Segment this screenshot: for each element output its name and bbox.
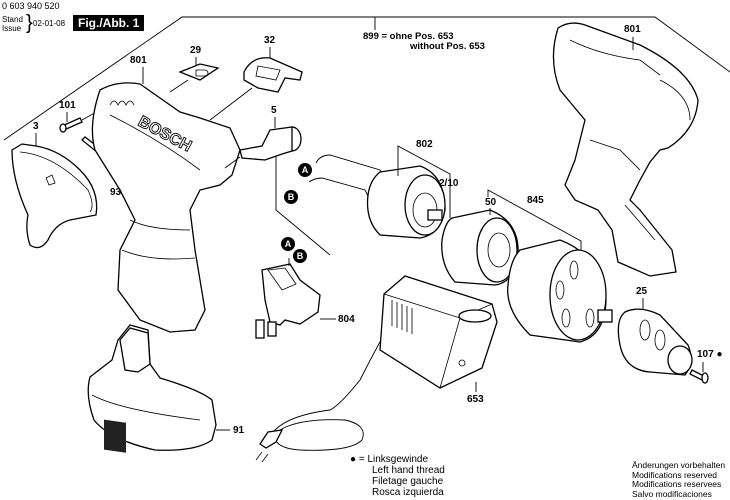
thread-legend: ● = Linksgewinde Left hand thread Fileta… (350, 454, 445, 498)
wire-badge-b (284, 190, 298, 204)
battery-part-91 (87, 324, 230, 453)
label-107: 107 ● (697, 349, 723, 360)
label-32: 32 (264, 35, 276, 46)
chuck-screw-part-107 (689, 362, 709, 384)
housing-right-part-801 (552, 22, 699, 277)
figure-label: Fig./Abb. 1 (73, 15, 145, 31)
gearbox-part-845 (507, 239, 613, 343)
label-3: 3 (33, 121, 39, 132)
charger-part-653 (255, 275, 498, 463)
label-101: 101 (59, 100, 76, 111)
label-802: 802 (416, 139, 433, 150)
label-801-left: 801 (130, 55, 147, 66)
switch-badge-a (281, 237, 295, 251)
brace-icon: } (26, 12, 33, 34)
chuck-part-25 (617, 298, 693, 376)
label-25: 25 (636, 286, 648, 297)
mods-line-2: Modifications reserved (632, 469, 718, 480)
label-50: 50 (485, 197, 497, 208)
mods-line-3: Modifications reservees (632, 479, 722, 489)
svg-text:B: B (297, 251, 304, 261)
battery-grip (104, 419, 126, 453)
legend-line-2: Left hand thread (372, 465, 445, 476)
motor-wires: A B (284, 154, 386, 204)
slide-switch-part-5 (224, 117, 331, 256)
issue-date: 02-01-08 (33, 19, 66, 28)
legend-line-4: Rosca izquierda (372, 487, 444, 498)
label-845: 845 (527, 195, 544, 206)
label-5: 5 (271, 105, 277, 116)
assembly-bracket (3, 16, 730, 141)
modifications-notice: Änderungen vorbehalten Modifications res… (632, 460, 726, 499)
svg-text:A: A (285, 239, 292, 249)
side-cover-part-3 (11, 133, 98, 249)
housing-left-part-801: BOSCH (91, 67, 241, 333)
note-line-2: without Pos. 653 (410, 41, 485, 52)
label-804: 804 (338, 314, 355, 325)
switch-badge-b (293, 249, 307, 263)
note-line-1: 899 = ohne Pos. 653 (363, 31, 454, 42)
label-653: 653 (467, 394, 484, 405)
stand-label: Stand (2, 15, 23, 24)
motor-part-802 (366, 145, 451, 239)
label-2-10: 2/10 (439, 178, 459, 189)
label-29: 29 (190, 45, 202, 56)
label-801-right: 801 (624, 24, 641, 35)
svg-text:B: B (288, 192, 295, 202)
issue-label: Issue (2, 24, 22, 33)
label-93: 93 (110, 187, 122, 198)
trigger-switch-part-804: A B (255, 237, 336, 339)
svg-text:A: A (302, 165, 309, 175)
nameplate-part-29 (169, 57, 220, 93)
legend-line-1: Linksgewinde (367, 454, 429, 465)
legend-line-3: Filetage gauche (372, 476, 444, 487)
switch-cover-part-32 (209, 47, 303, 121)
part-number: 0 603 940 520 (2, 1, 60, 11)
mods-line-4: Salvo modificaciones (632, 488, 712, 499)
wire-badge-a (298, 163, 312, 177)
gear-housing-part-50 (441, 208, 519, 286)
mods-line-1: Änderungen vorbehalten (632, 460, 726, 470)
label-91: 91 (233, 425, 245, 436)
issue-labels: Stand Issue (2, 15, 23, 33)
legend-symbol: ● = (350, 454, 365, 465)
